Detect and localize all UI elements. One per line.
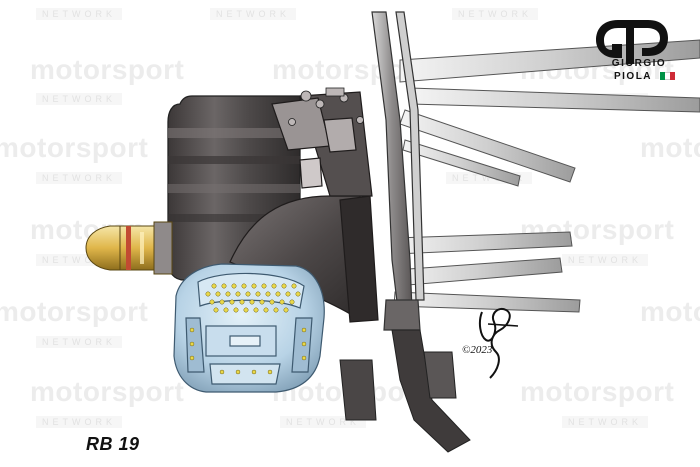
- caliper-bolt: [233, 307, 239, 313]
- giorgio-piola-logo: [596, 20, 668, 64]
- caliper-bolt: [239, 299, 245, 305]
- caliper-bolt: [251, 283, 257, 289]
- caliper-bolt: [245, 291, 251, 297]
- caliper-bolt: [301, 327, 307, 333]
- caliper-bolt: [269, 299, 275, 305]
- caliper-bolt: [253, 307, 259, 313]
- brake-duct: [229, 91, 379, 323]
- caliper-bolt: [235, 369, 241, 375]
- caliper-bolt: [267, 369, 273, 375]
- caliper-bolt: [219, 369, 225, 375]
- caliper-bolt: [265, 291, 271, 297]
- caliper-bolt: [281, 283, 287, 289]
- hub-fixtures: [288, 87, 364, 126]
- caliper-bolt: [219, 299, 225, 305]
- upright-pushrod: [371, 11, 425, 331]
- caliper-bolt: [259, 299, 265, 305]
- caliper-bolt: [301, 341, 307, 347]
- caliper-bolt: [301, 355, 307, 361]
- caliper-bolt: [283, 307, 289, 313]
- italian-flag-icon: [660, 72, 675, 80]
- caliper-bolt: [291, 283, 297, 289]
- caliper-bolt: [295, 291, 301, 297]
- caliper-bolt: [285, 291, 291, 297]
- lower-deflector: [339, 329, 471, 453]
- caliper-bolt: [251, 369, 257, 375]
- flag-stripe: [665, 72, 670, 80]
- caliper-bolt: [271, 283, 277, 289]
- caliper-bolt: [211, 283, 217, 289]
- caliper-bolt: [209, 299, 215, 305]
- caliper-bolt-pattern: [189, 283, 307, 375]
- logo-line-piola: PIOLA: [613, 71, 653, 82]
- caliper-bolt: [221, 283, 227, 289]
- caliper-bolt: [205, 291, 211, 297]
- caliper-bolt: [249, 299, 255, 305]
- caliper-bolt: [243, 307, 249, 313]
- caliper-bolt: [213, 307, 219, 313]
- car-caption: RB 19: [86, 434, 140, 454]
- caliper-bolt: [263, 307, 269, 313]
- caliper-bolt: [279, 299, 285, 305]
- logo-line-giorgio: GIORGIO: [611, 58, 667, 69]
- wheel-nut: [85, 221, 173, 275]
- caliper-bolt: [189, 327, 195, 333]
- caliper-bolt: [273, 307, 279, 313]
- flag-stripe: [660, 72, 665, 80]
- caliper-bolt: [215, 291, 221, 297]
- caliper-bolt: [229, 299, 235, 305]
- caliper-bolt: [289, 299, 295, 305]
- caliper-bolt: [235, 291, 241, 297]
- artist-signature: [478, 308, 519, 379]
- brake-caliper: [173, 263, 325, 393]
- flag-stripe: [670, 72, 675, 80]
- suspension-arms: [393, 39, 700, 313]
- caliper-bolt: [189, 341, 195, 347]
- caliper-bolt: [231, 283, 237, 289]
- caliper-bolt: [225, 291, 231, 297]
- caliper-bolt: [189, 355, 195, 361]
- caliper-bolt: [255, 291, 261, 297]
- caliper-bolt: [241, 283, 247, 289]
- caliper-bolt: [223, 307, 229, 313]
- caliper-bolt: [261, 283, 267, 289]
- signature-copyright: ©2023: [462, 344, 493, 356]
- caliper-bolt: [275, 291, 281, 297]
